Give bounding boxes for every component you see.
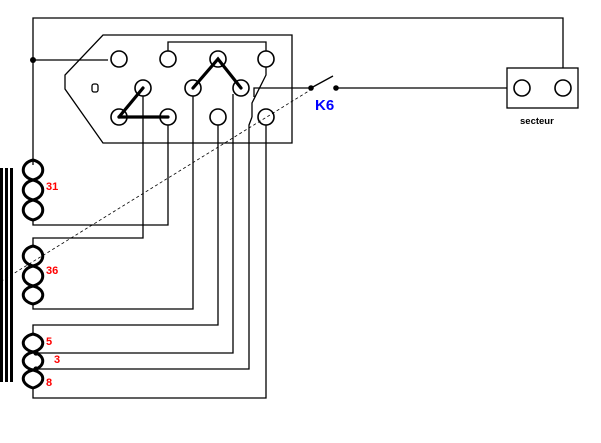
wire-8 xyxy=(32,125,267,399)
wire-36-bottom xyxy=(32,96,194,310)
wire-5 xyxy=(32,125,219,334)
selector-panel xyxy=(64,34,293,144)
panel-link-wire xyxy=(251,67,267,117)
winding-36 xyxy=(21,244,45,306)
terminal xyxy=(110,50,128,68)
switch-k6[interactable] xyxy=(253,75,507,97)
key-mark xyxy=(91,83,99,93)
terminal xyxy=(257,108,275,126)
wire-31-bottom xyxy=(32,125,169,226)
winding-31 xyxy=(21,158,45,222)
terminal xyxy=(209,108,227,126)
wire-3 xyxy=(36,94,234,354)
switch-k6-label: K6 xyxy=(315,97,334,114)
mains-socket[interactable] xyxy=(506,67,579,109)
tap-dot xyxy=(33,350,39,356)
winding-label-8: 8 xyxy=(46,377,52,389)
terminal xyxy=(159,50,177,68)
winding-label-31: 31 xyxy=(46,181,58,193)
winding-label-5: 5 xyxy=(46,336,52,348)
panel-bridge-wire xyxy=(167,41,267,51)
winding-label-3: 3 xyxy=(54,354,60,366)
switch-mechanical-link xyxy=(0,88,313,283)
winding-5-3-8 xyxy=(21,332,45,390)
wire-36-top xyxy=(32,96,144,246)
mains-top-wire xyxy=(32,17,564,165)
wire-4 xyxy=(36,116,253,370)
junction-dot xyxy=(30,57,36,63)
terminal xyxy=(257,50,275,68)
tap-dot xyxy=(33,366,39,372)
winding-label-36: 36 xyxy=(46,265,58,277)
mains-socket-label: secteur xyxy=(520,116,554,127)
